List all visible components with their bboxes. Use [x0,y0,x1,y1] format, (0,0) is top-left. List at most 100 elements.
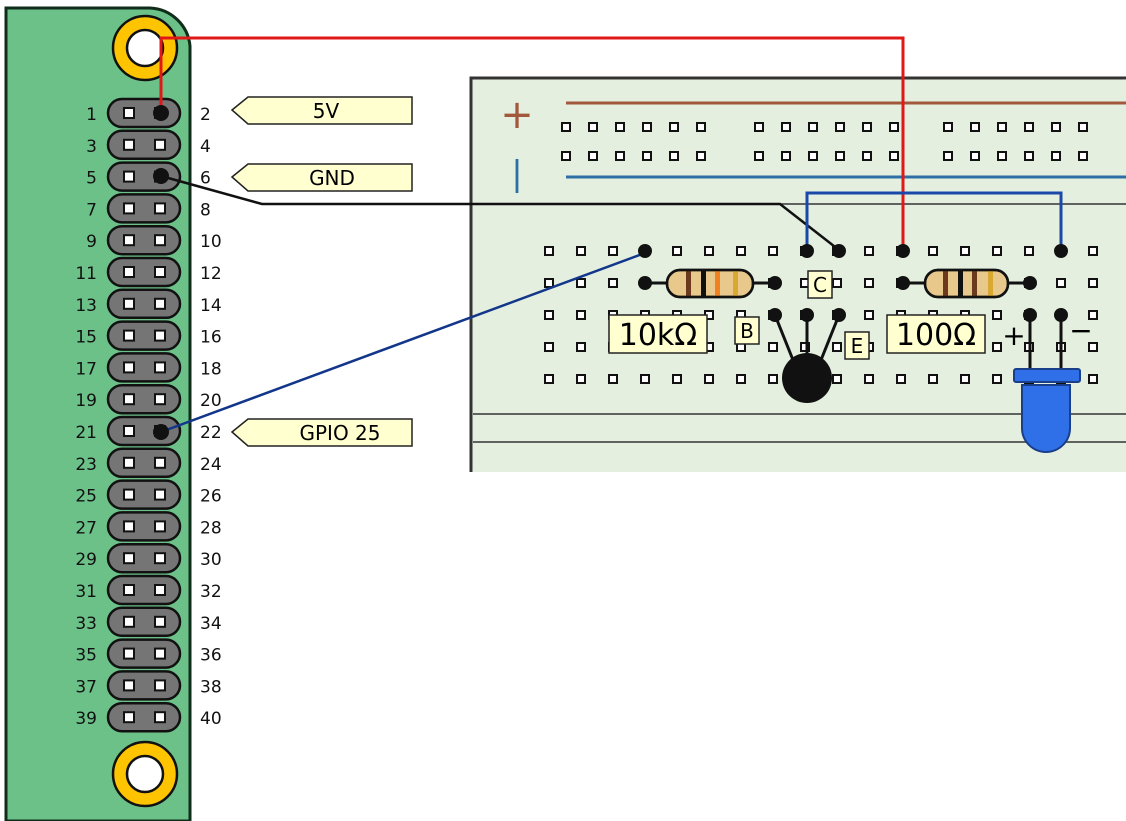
pin-tag-gnd: GND [230,163,413,192]
pin-hole [123,520,135,533]
even-pin-number: 26 [200,487,222,507]
pin-hole [154,647,166,660]
pin-hole [123,361,135,374]
pin-hole [154,393,166,406]
odd-pin-number: 23 [75,455,97,475]
pin-2-endpoint [153,105,169,121]
even-pin-number: 6 [200,169,211,189]
breadboard-hole [754,122,764,132]
header-row [106,511,182,542]
breadboard-hole [544,278,554,288]
breadboard-hole [808,151,818,161]
breadboard-hole [544,342,554,352]
even-pin-number: 36 [200,646,222,666]
breadboard-hole [1051,122,1061,132]
pin-hole [123,329,135,342]
odd-pin-number: 1 [86,105,97,125]
pin-hole [123,679,135,692]
even-pin-number: 8 [200,200,211,220]
breadboard-hole [943,122,953,132]
pin-hole [154,266,166,278]
even-pin-number: 16 [200,328,222,348]
odd-pin-number: 9 [86,232,97,252]
breadboard-hole [997,151,1007,161]
odd-pin-number: 5 [86,169,97,189]
breadboard-hole [1056,278,1066,288]
led-cathode-label: − [1069,314,1092,347]
label-emitter: E [844,331,870,360]
breadboard-hole [608,374,618,384]
breadboard-hole [544,246,554,256]
even-pin-number: 18 [200,359,222,379]
label-collector: C [807,270,833,299]
pin-hole [123,234,135,247]
breadboard-hole [992,246,1002,256]
header-row [106,256,182,288]
breadboard-hole [544,374,554,384]
breadboard-hole [992,374,1002,384]
breadboard-hole [544,310,554,320]
breadboard-hole [669,122,679,132]
breadboard-hole [992,310,1002,320]
breadboard-hole [1088,278,1098,288]
pin-hole [123,647,135,660]
even-pin-number: 14 [200,296,222,316]
breadboard-hole [832,374,842,384]
breadboard-hole [864,310,874,320]
pin-hole [123,107,135,119]
breadboard-hole [672,246,682,256]
wire-gnd [160,174,840,251]
breadboard-hole [696,151,706,161]
pin-hole [154,584,166,596]
odd-pin-number: 17 [75,359,97,379]
breadboard-hole [943,151,953,161]
label-10k: 10kΩ [608,314,708,354]
wire-endpoints [638,244,1068,258]
odd-pin-number: 15 [75,328,97,348]
even-pin-number: 10 [200,232,222,252]
resistor-100 [896,268,1037,299]
pin-hole [123,202,135,215]
header-row [106,574,182,606]
header-row [106,479,182,510]
breadboard-hole [889,122,899,132]
breadboard-hole [669,151,679,161]
odd-pin-number: 7 [86,200,97,220]
odd-pin-number: 29 [75,550,97,570]
pin-hole [123,266,135,278]
odd-pin-number: 25 [75,487,97,507]
breadboard-hole [561,122,571,132]
breadboard-hole [960,246,970,256]
breadboard-hole [1024,151,1034,161]
transistor-collector-label: C [813,273,827,297]
pin-hole [154,520,166,533]
breadboard-hole [576,278,586,288]
pin-22-endpoint [153,424,169,440]
breadboard-hole [889,151,899,161]
pin-tag-gpio25-label: GPIO 25 [299,421,380,445]
odd-pin-number: 3 [86,137,97,157]
breadboard-hole [864,374,874,384]
breadboard-hole [992,342,1002,352]
pin-hole [123,456,135,469]
breadboard-hole [896,374,906,384]
even-pin-number: 32 [200,582,222,602]
pin-hole [154,552,166,565]
breadboard-hole [970,151,980,161]
pin-hole [123,488,135,501]
breadboard-hole [835,151,845,161]
wire-jumper-emitter-led [805,191,1063,251]
breadboard-hole [862,122,872,132]
pin-hole [154,615,166,628]
transistor-base-label: B [740,319,754,343]
pin-hole [154,297,166,310]
breadboard-hole [704,374,714,384]
mount-hole-top [111,14,179,82]
odd-pin-number: 11 [75,264,97,284]
breadboard-hole [835,122,845,132]
breadboard-hole [768,342,778,352]
pin-hole [123,425,135,437]
even-pin-number: 20 [200,391,222,411]
